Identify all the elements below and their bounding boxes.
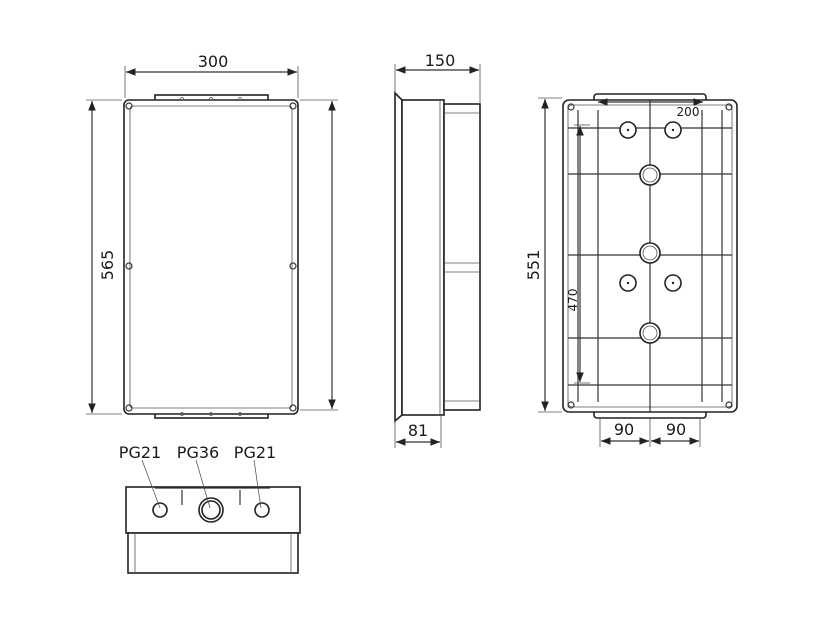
back-hole-spacing-label: 200 [677,105,700,119]
back-inner-height-label: 470 [566,289,580,312]
side-view: 150 81 [394,51,481,448]
side-depth-label: 150 [425,51,456,70]
front-view: 300 565 [86,52,338,419]
front-width-label: 300 [198,52,229,71]
entry-label-left: PG21 [119,443,161,462]
back-left-spacing-label: 90 [614,420,634,439]
entry-label-right: PG21 [234,443,276,462]
front-height-label: 565 [98,250,117,281]
side-base-depth-label: 81 [408,421,428,440]
back-view: 200 470 551 90 90 [524,93,738,447]
bottom-view: PG21 PG36 PG21 [119,443,301,574]
back-right-spacing-label: 90 [666,420,686,439]
entry-label-center: PG36 [177,443,219,462]
back-height-label: 551 [524,250,543,281]
